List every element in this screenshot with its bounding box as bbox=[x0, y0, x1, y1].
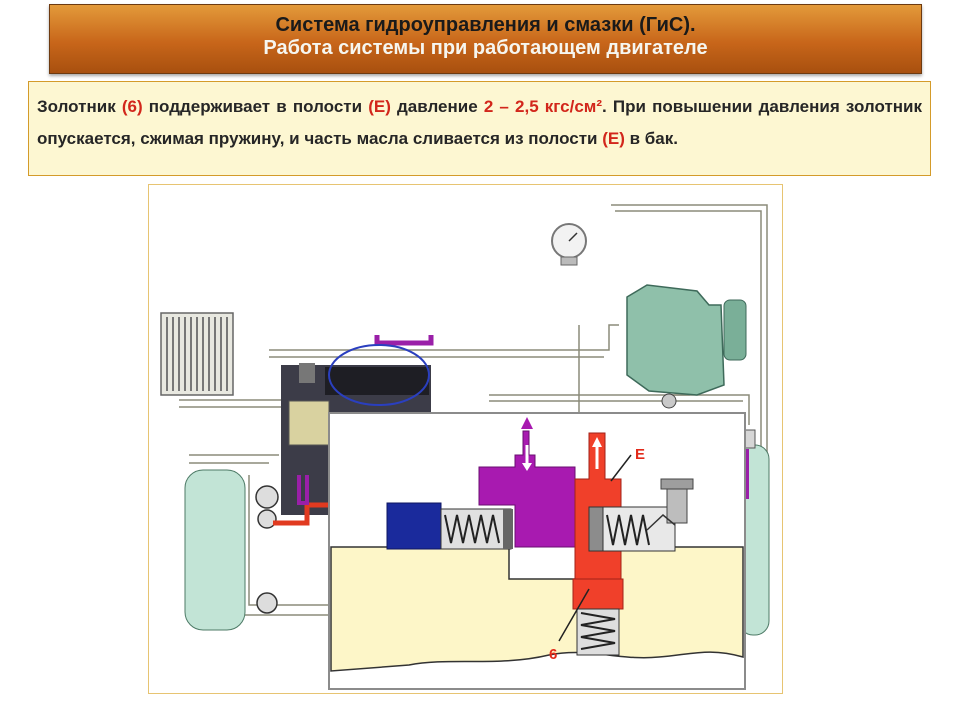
radiator bbox=[160, 312, 234, 396]
purple-oil-cavity bbox=[478, 430, 576, 548]
highlight-ellipse bbox=[328, 344, 430, 406]
hydraulic-diagram-figure: Е 6 bbox=[148, 184, 783, 694]
desc-text-1: Золотник bbox=[37, 97, 122, 116]
left-pump bbox=[184, 469, 329, 631]
slide-title: Система гидроуправления и смазки (ГиС). bbox=[275, 14, 696, 36]
desc-highlight-cavity-e: (Е) bbox=[368, 97, 391, 116]
slide-subtitle: Работа системы при работающем двигателе bbox=[263, 37, 708, 59]
gearbox-unit bbox=[626, 284, 747, 409]
left-spring-stop bbox=[503, 509, 513, 549]
purple-pipe-top bbox=[374, 335, 434, 346]
desc-text-2: поддерживает в полости bbox=[142, 97, 369, 116]
system-pipes bbox=[179, 204, 768, 616]
hydraulic-diagram-svg: Е 6 bbox=[160, 204, 770, 690]
spool-spring bbox=[580, 612, 616, 650]
left-spring bbox=[444, 514, 500, 544]
spool-detail-inset: Е 6 bbox=[328, 412, 746, 690]
desc-text-3: давление bbox=[390, 97, 484, 116]
title-banner: Система гидроуправления и смазки (ГиС). … bbox=[49, 4, 922, 74]
desc-text-5: в бак. bbox=[624, 129, 678, 148]
label-6: 6 bbox=[549, 646, 557, 663]
adjust-screw bbox=[666, 484, 688, 524]
desc-highlight-pressure: 2 – 2,5 кгс/см² bbox=[483, 97, 603, 116]
desc-text-4: . При повышении давления золотник опуска… bbox=[37, 97, 922, 148]
label-e: Е bbox=[635, 446, 645, 463]
purple-arrow-down bbox=[521, 417, 533, 429]
valve-housing bbox=[330, 540, 744, 672]
right-spring bbox=[606, 514, 650, 546]
blue-piston bbox=[386, 502, 442, 550]
desc-highlight-cavity-e-2: (Е) bbox=[602, 129, 625, 148]
description-box: Золотник (6) поддерживает в полости (Е) … bbox=[28, 81, 931, 176]
spool-6 bbox=[572, 578, 624, 610]
pressure-gauge-icon bbox=[551, 223, 587, 266]
desc-highlight-spool-6: (6) bbox=[121, 97, 143, 116]
